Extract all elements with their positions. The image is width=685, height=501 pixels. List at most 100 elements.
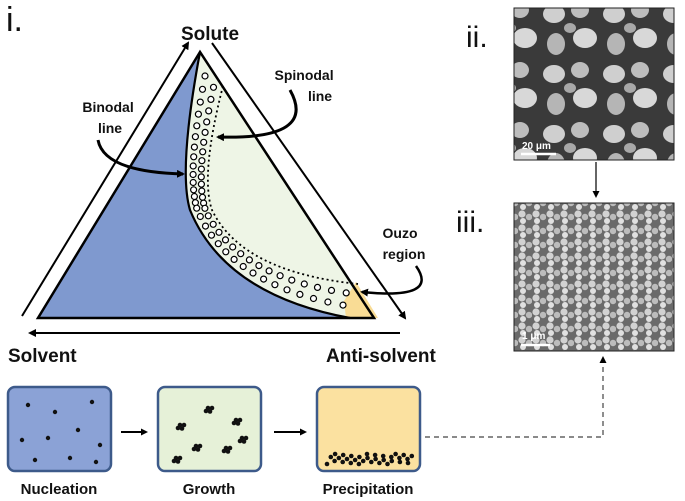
droplet xyxy=(204,212,212,220)
precipitate-particle xyxy=(369,459,374,465)
sem-micrograph-ii: 20 μm xyxy=(513,7,675,161)
droplet xyxy=(190,186,198,194)
spinodal-curve xyxy=(206,85,359,285)
growth-particle xyxy=(181,422,187,428)
growth-particle xyxy=(171,458,177,464)
right-side-arrow xyxy=(211,42,407,320)
spinodal-pointer-arrow xyxy=(216,89,298,142)
droplet xyxy=(197,180,205,188)
droplet xyxy=(265,267,273,275)
droplet xyxy=(296,290,304,298)
growth-particle xyxy=(203,408,209,414)
droplet xyxy=(209,83,218,91)
droplet xyxy=(229,243,237,251)
droplet xyxy=(215,228,223,236)
droplet xyxy=(339,301,347,309)
precipitate-particle xyxy=(348,460,354,466)
droplet xyxy=(199,148,207,156)
droplet xyxy=(193,204,201,212)
precipitation-box xyxy=(315,385,422,473)
nucleus xyxy=(93,459,99,465)
precipitate-particle xyxy=(336,455,342,461)
ouzo-label-line2: region xyxy=(383,246,426,262)
nucleus xyxy=(19,437,25,443)
precipitate-particle xyxy=(380,453,386,459)
droplet xyxy=(214,240,222,248)
droplet xyxy=(198,193,207,201)
precipitate-particle xyxy=(328,454,334,460)
droplet xyxy=(198,85,207,93)
precipitate-particle xyxy=(389,454,394,460)
nucleus xyxy=(52,409,58,415)
precipitation-to-sem-connector xyxy=(425,356,607,438)
growth-particle xyxy=(197,443,203,449)
ternary-diagram xyxy=(35,49,378,320)
precipitate-particle xyxy=(340,459,346,465)
droplet xyxy=(309,294,318,303)
growth-clusters xyxy=(171,405,249,464)
precipitate-particle xyxy=(393,451,398,457)
precipitate-particle xyxy=(385,461,390,467)
panel-label-i: i. xyxy=(6,1,23,39)
metastable-droplets xyxy=(189,72,350,309)
nucleus xyxy=(75,427,81,433)
droplet xyxy=(198,187,206,195)
droplet xyxy=(249,269,257,277)
precipitate-particle xyxy=(365,455,370,461)
growth-particle xyxy=(221,448,227,454)
droplet xyxy=(230,255,238,263)
droplet xyxy=(260,275,268,283)
spinodal-label-line1: Spinodal xyxy=(274,67,333,83)
ouzo-pointer-arrow xyxy=(360,265,423,297)
scale-label-iii: 1 μm xyxy=(522,331,545,342)
blue-region xyxy=(38,52,350,318)
droplet xyxy=(190,143,198,151)
nucleus xyxy=(32,457,38,463)
droplet xyxy=(207,231,216,239)
nucleus xyxy=(25,402,31,408)
growth-box xyxy=(156,385,263,473)
growth-particle xyxy=(241,439,247,444)
stage-label-growth: Growth xyxy=(183,481,236,498)
binodal-pointer-arrow xyxy=(96,139,185,178)
ouzo-label: Ouzo region xyxy=(383,225,426,262)
growth-particle xyxy=(195,447,201,452)
droplet xyxy=(205,107,213,115)
growth-particle xyxy=(175,459,181,464)
droplet xyxy=(194,110,202,118)
nucleus xyxy=(45,435,51,441)
growth-particle xyxy=(207,409,213,414)
droplet xyxy=(190,192,198,201)
droplet xyxy=(237,250,245,258)
droplet xyxy=(196,98,204,106)
droplet xyxy=(221,236,230,244)
growth-particle xyxy=(177,455,183,461)
precipitate-particle xyxy=(377,460,382,466)
left-side-arrow xyxy=(21,41,190,317)
precipitate-particle xyxy=(340,452,346,458)
growth-particle xyxy=(243,435,249,441)
precipitate-particle xyxy=(364,451,370,457)
precipitate-particle xyxy=(356,461,362,467)
droplet xyxy=(288,276,296,284)
precipitate-particle xyxy=(405,456,410,462)
droplet xyxy=(201,72,209,80)
triangle-outline xyxy=(35,49,377,320)
droplet xyxy=(193,122,201,130)
nucleation-box xyxy=(6,385,113,473)
stage-label-nucleation: Nucleation xyxy=(21,481,98,498)
droplet xyxy=(255,262,263,270)
precipitate-particle xyxy=(397,455,402,461)
panel-label-iii: iii. xyxy=(456,206,484,239)
droplet xyxy=(201,222,210,230)
droplet xyxy=(327,286,336,294)
droplet xyxy=(313,283,322,291)
droplet xyxy=(342,289,350,297)
precipitate-particle xyxy=(360,458,366,464)
precipitate-particles xyxy=(324,451,415,467)
ouzo-label-line1: Ouzo xyxy=(383,225,418,241)
growth-particle xyxy=(237,417,243,423)
growth-particle xyxy=(227,445,233,451)
droplet xyxy=(189,170,197,179)
